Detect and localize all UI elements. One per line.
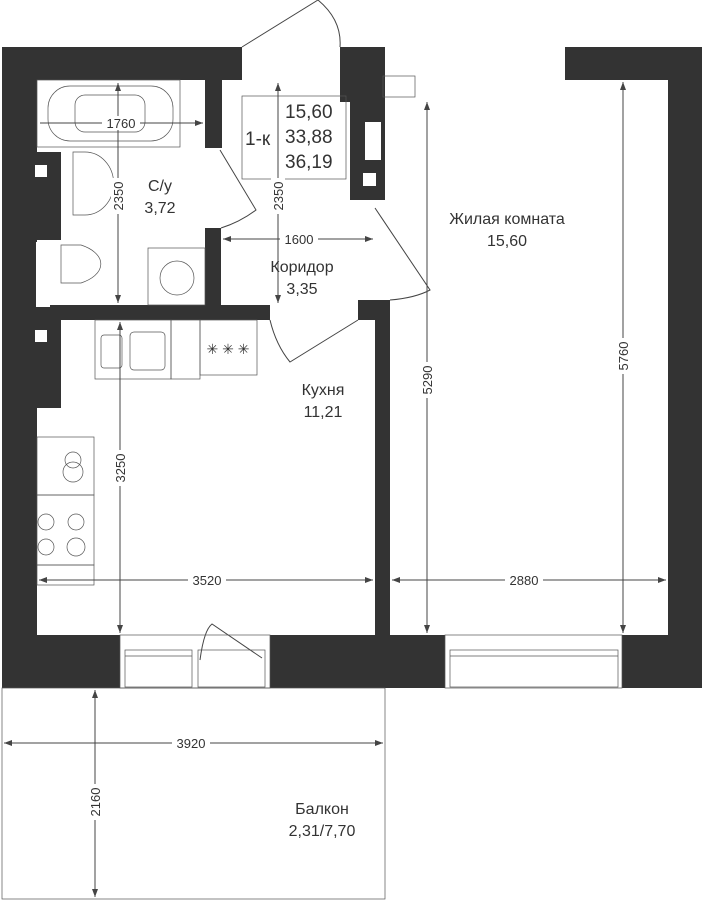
bathroom-door (219, 149, 257, 229)
bathroom-area: 3,72 (144, 200, 175, 217)
windows (119, 634, 623, 689)
dim-balcony-depth: 2160 (88, 788, 103, 817)
dim-balcony-width: 3920 (177, 736, 206, 751)
living-room-area: 15,60 (487, 233, 527, 250)
toilet (60, 244, 102, 284)
apartment-type: 1-к (245, 129, 271, 150)
balcony-outline (1, 687, 386, 900)
washbasin (72, 151, 114, 216)
kitchen-area: 11,21 (304, 404, 343, 421)
apartment-summary: 1-к 15,60 33,88 36,19 (241, 95, 347, 180)
living-room-name: Жилая комната (449, 211, 565, 228)
dim-corridor-width: 1600 (285, 232, 314, 247)
bathtub (36, 79, 181, 148)
dimension-lines (4, 82, 666, 897)
bathroom-name: С/у (148, 178, 172, 195)
dim-bath-height: 2350 (111, 182, 126, 211)
dim-corridor-height: 2350 (271, 182, 286, 211)
living-area: 15,60 (285, 102, 333, 123)
dim-bath-width: 1760 (107, 116, 136, 131)
svg-text:✳ ✳ ✳: ✳ ✳ ✳ (207, 341, 250, 357)
washing-machine (147, 247, 206, 306)
kitchen-name: Кухня (302, 382, 345, 399)
kitchen-door (269, 319, 359, 363)
dim-living-inner-height: 5290 (420, 366, 435, 395)
corridor-area: 3,35 (286, 281, 317, 298)
doors (199, 0, 431, 661)
corridor-name: Коридор (270, 259, 333, 276)
dim-kitchen-height: 3250 (113, 454, 128, 483)
dim-kitchen-width: 3520 (193, 573, 222, 588)
dim-living-width: 2880 (510, 573, 539, 588)
wall-openings (35, 75, 416, 342)
balcony-name: Балкон (295, 801, 349, 818)
balcony-door (199, 623, 263, 661)
walls (2, 47, 702, 688)
living-room-door (374, 207, 431, 301)
total-area: 33,88 (285, 127, 333, 148)
room-labels: С/у 3,72 Коридор 3,35 Кухня 11,21 Жилая … (144, 178, 564, 840)
entrance-door (241, 0, 341, 48)
dimension-labels: 1760 2350 2350 1600 3250 3520 5290 5760 … (88, 116, 631, 820)
dim-living-height: 5760 (616, 342, 631, 371)
balcony-area: 2,31/7,70 (289, 823, 356, 840)
fixtures: ✳ ✳ ✳ (36, 79, 258, 586)
dishwasher (36, 436, 95, 496)
total-area-with-balcony: 36,19 (285, 152, 333, 173)
cooktop-small (199, 319, 258, 376)
